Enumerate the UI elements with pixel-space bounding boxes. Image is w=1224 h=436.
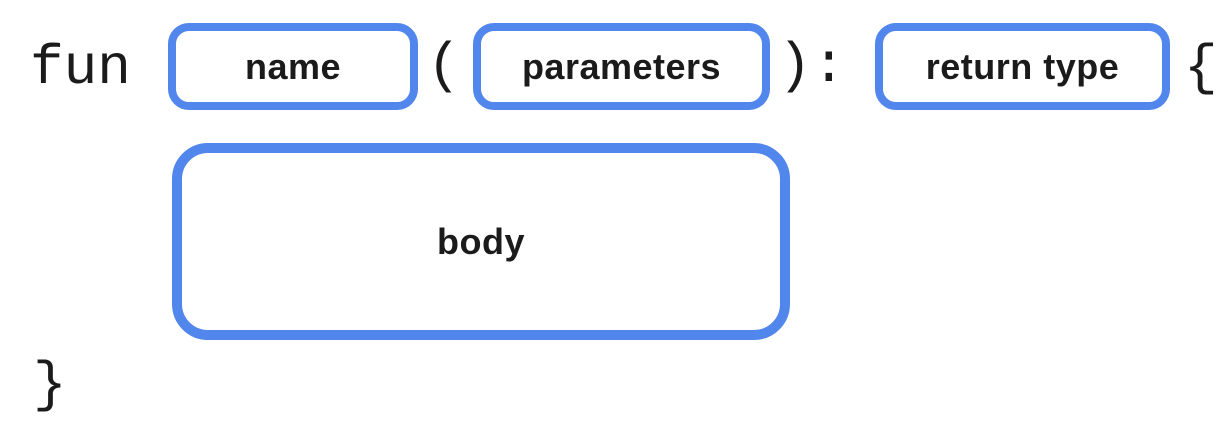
- body-slot-box: body: [172, 143, 790, 340]
- name-slot-label: name: [244, 45, 342, 87]
- colon-token: :: [812, 34, 846, 98]
- parameters-slot-box: parameters: [473, 23, 770, 110]
- return-type-slot-box: return type: [875, 23, 1170, 110]
- open-paren-token: (: [427, 34, 461, 98]
- parameters-slot-label: parameters: [521, 45, 722, 87]
- open-brace-token: {: [1184, 36, 1218, 100]
- name-slot-box: name: [168, 23, 418, 110]
- return-type-slot-label: return type: [925, 45, 1120, 87]
- fun-keyword: fun: [30, 36, 131, 100]
- body-slot-label: body: [437, 220, 525, 262]
- close-paren-token: ): [778, 34, 812, 98]
- close-brace-token: }: [33, 353, 67, 417]
